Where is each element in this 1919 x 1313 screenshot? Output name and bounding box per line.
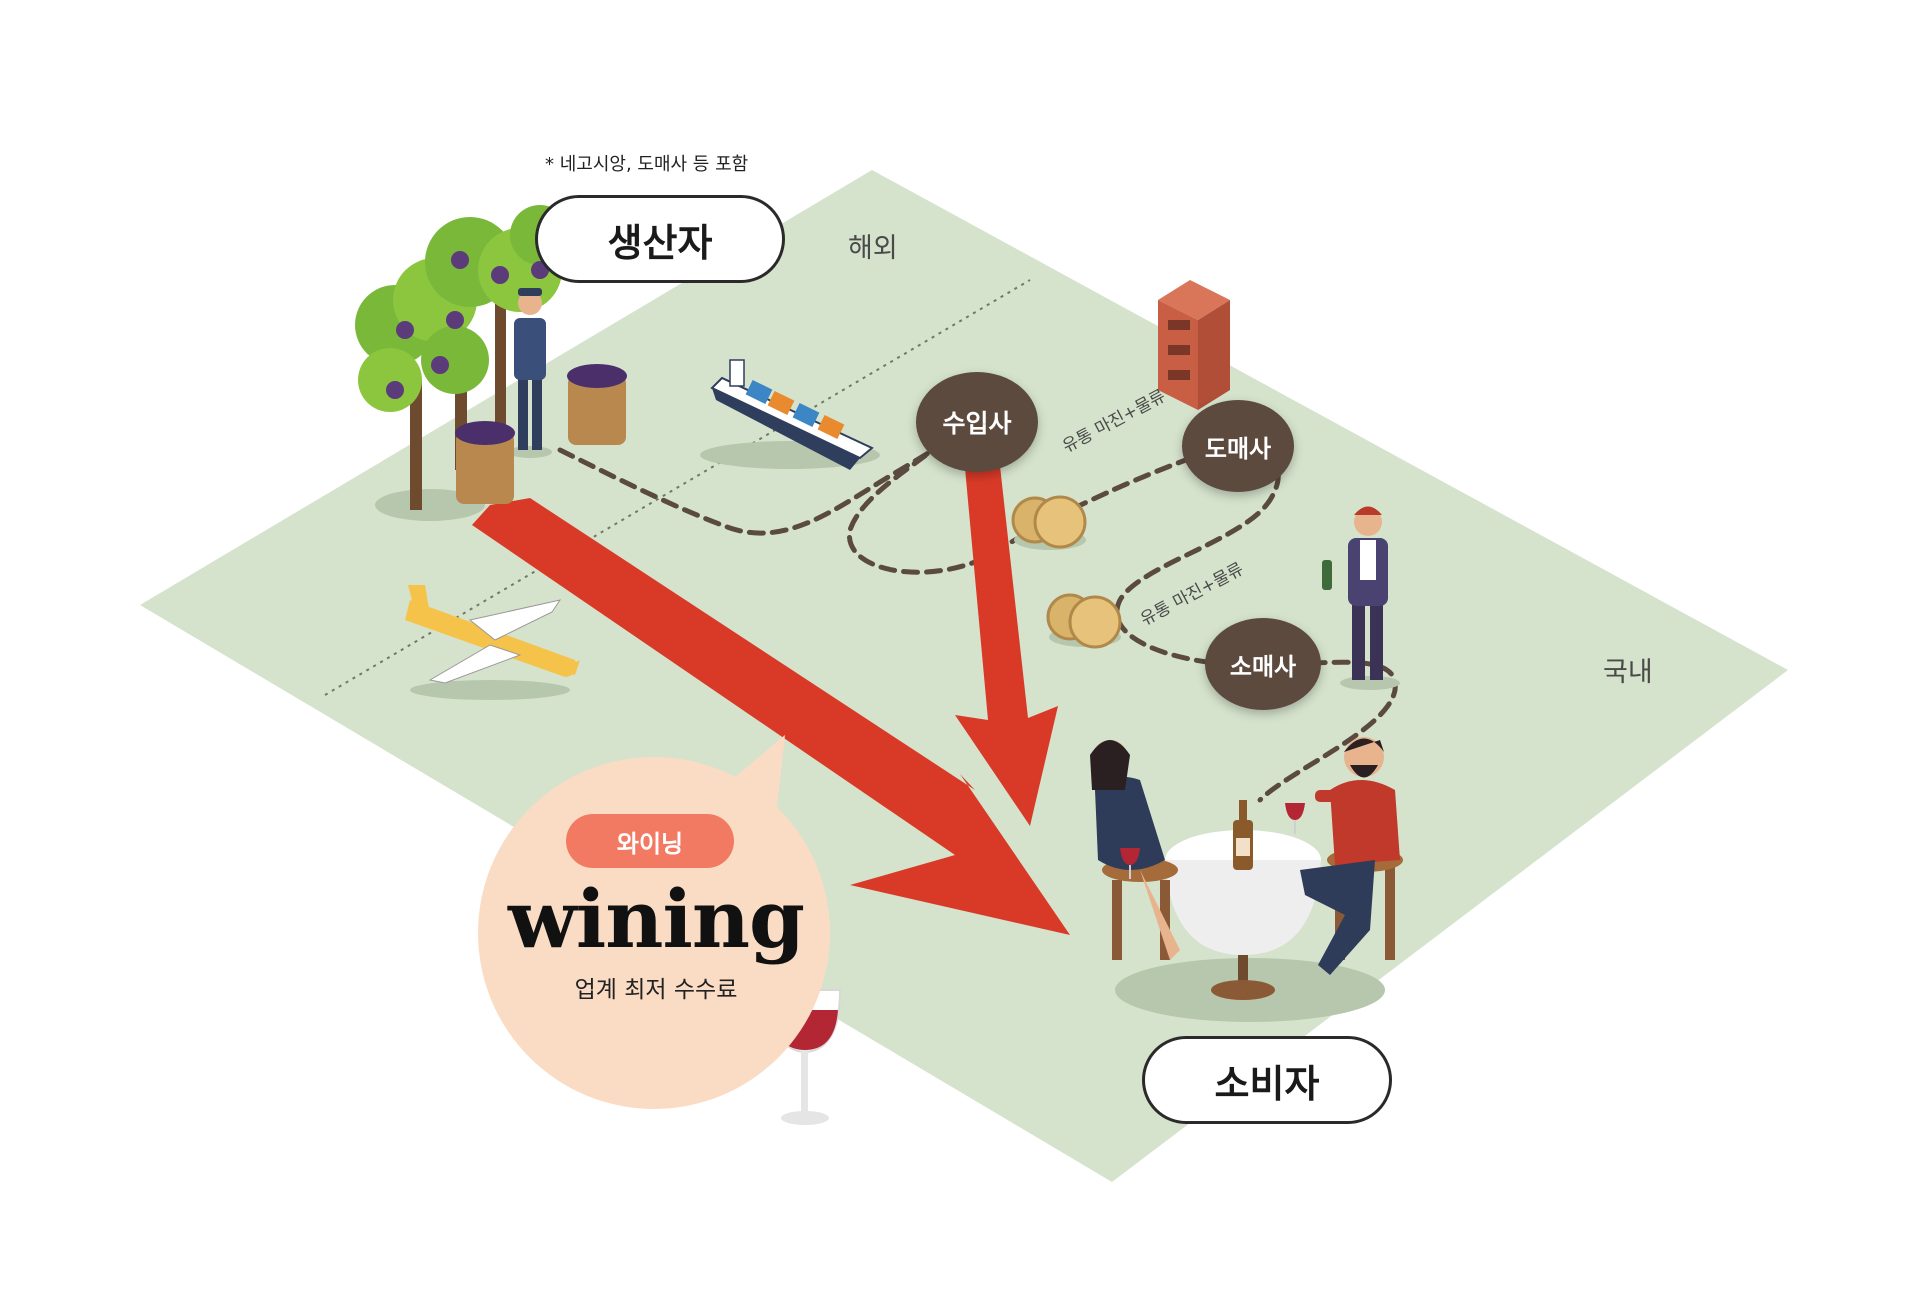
retailer-node: 소매사	[1205, 618, 1321, 710]
overseas-label: 해외	[848, 233, 898, 264]
brand-logo: wining	[508, 872, 805, 966]
wholesaler-node: 도매사	[1182, 400, 1294, 492]
grape-basket-icon	[455, 364, 627, 504]
promo-tagline: 업계 최저 수수료	[574, 977, 738, 1003]
dining-couple-icon	[1090, 737, 1403, 1022]
producer-note: * 네고시앙, 도매사 등 포함	[545, 154, 749, 175]
farmer-icon	[508, 288, 552, 458]
sommelier-icon	[1322, 506, 1400, 690]
direct-route-arrow	[472, 498, 1070, 935]
importer-node: 수입사	[916, 372, 1038, 472]
ground-plane	[140, 170, 1788, 1182]
importer-route-arrow	[955, 466, 1058, 826]
promo-badge: 와이닝	[566, 814, 734, 868]
cargo-ship-icon	[700, 359, 880, 470]
wine-rack-icon	[1158, 280, 1230, 410]
consumer-label: 소비자	[1142, 1036, 1392, 1124]
producer-label: 생산자	[535, 195, 785, 283]
coin-stack-icon	[1011, 495, 1122, 649]
domestic-label: 국내	[1603, 657, 1653, 688]
airplane-icon	[405, 585, 580, 700]
